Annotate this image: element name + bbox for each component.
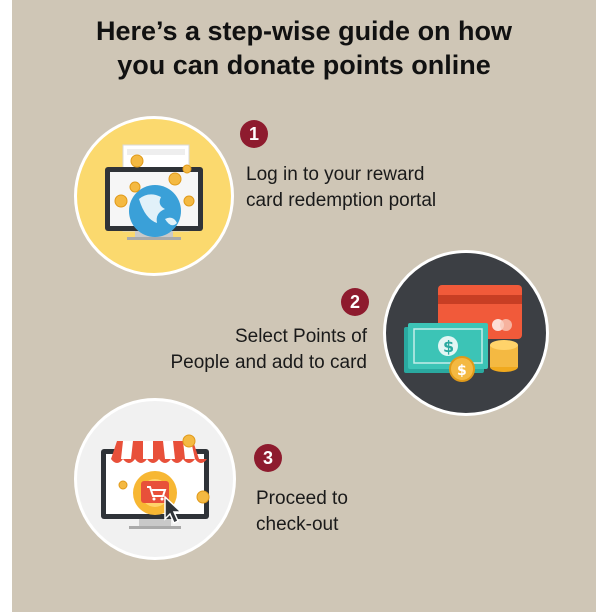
step-1-illustration	[74, 116, 234, 276]
step-1-text: Log in to your reward card redemption po…	[246, 162, 436, 214]
step-2-badge: 2	[341, 288, 369, 316]
title-line-2: you can donate points online	[117, 50, 491, 80]
svg-text:$: $	[457, 363, 467, 379]
store-cart-cursor-icon	[101, 434, 210, 529]
page-title: Here’s a step-wise guide on how you can …	[12, 14, 596, 82]
step-1-badge: 1	[240, 120, 268, 148]
monitor-globe-icon	[105, 144, 203, 240]
svg-text:$: $	[443, 337, 454, 356]
step-3-line-1: Proceed to	[256, 488, 348, 509]
step-1-line-2: card redemption portal	[246, 190, 437, 211]
step-3-text: Proceed to check-out	[256, 486, 348, 538]
title-line-1: Here’s a step-wise guide on how	[95, 16, 513, 46]
step-3-line-2: check-out	[256, 514, 339, 535]
step-3-illustration	[74, 398, 236, 560]
step-2-illustration: $ $	[383, 250, 549, 416]
step-3-badge: 3	[254, 444, 282, 472]
step-1-line-1: Log in to your reward	[246, 164, 425, 185]
step-2-line-2: People and add to card	[170, 352, 368, 373]
card-cash-coins-icon: $ $	[404, 285, 522, 382]
step-2-text: Select Points of People and add to card	[140, 324, 368, 376]
step-2-line-1: Select Points of	[234, 326, 367, 347]
